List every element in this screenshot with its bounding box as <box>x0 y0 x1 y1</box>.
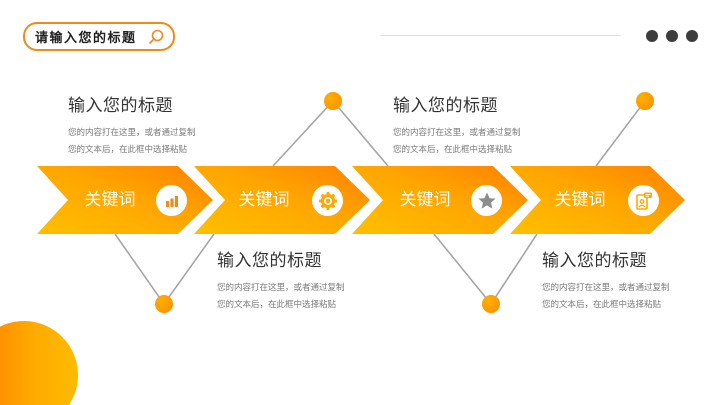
dot <box>646 30 658 42</box>
card-body: 您的内容打在这里，或者通过复制 您的文本后，在此框中选择粘贴 <box>542 280 702 314</box>
card-heading: 输入您的标题 <box>68 96 173 116</box>
card-body-line: 您的文本后，在此框中选择粘贴 <box>217 300 337 310</box>
card-body-line: 您的内容打在这里，或者通过复制 <box>393 128 521 138</box>
chevron-2 <box>194 166 370 234</box>
text-card-2: 输入您的标题 您的内容打在这里，或者通过复制 您的文本后，在此框中选择粘贴 <box>393 95 553 159</box>
card-body-line: 您的内容打在这里，或者通过复制 <box>542 283 670 293</box>
chevron-3 <box>352 166 528 234</box>
step-keyword-1: 关键词 <box>84 190 136 210</box>
card-body-line: 您的文本后，在此框中选择粘贴 <box>68 145 188 155</box>
header-divider <box>380 35 621 36</box>
card-body: 您的内容打在这里，或者通过复制 您的文本后，在此框中选择粘贴 <box>68 125 228 159</box>
card-heading: 输入您的标题 <box>393 96 498 116</box>
chevron-arrows <box>37 166 685 234</box>
dot <box>666 30 678 42</box>
text-card-3: 输入您的标题 您的内容打在这里，或者通过复制 您的文本后，在此框中选择粘贴 <box>217 250 377 314</box>
card-body: 您的内容打在这里，或者通过复制 您的文本后，在此框中选择粘贴 <box>217 280 377 314</box>
chevron-1 <box>37 166 213 234</box>
card-body: 您的内容打在这里，或者通过复制 您的文本后，在此框中选择粘贴 <box>393 125 553 159</box>
step-keyword-2: 关键词 <box>238 190 290 210</box>
bar-chart-icon <box>156 185 187 216</box>
card-body-line: 您的内容打在这里，或者通过复制 <box>217 283 345 293</box>
gear-icon <box>312 185 343 216</box>
text-card-1: 输入您的标题 您的内容打在这里，或者通过复制 您的文本后，在此框中选择粘贴 <box>68 95 228 159</box>
text-card-4: 输入您的标题 您的内容打在这里，或者通过复制 您的文本后，在此框中选择粘贴 <box>542 250 702 314</box>
card-heading: 输入您的标题 <box>217 251 322 271</box>
magnifier-icon <box>149 29 164 44</box>
id-card-chat-icon <box>628 185 659 216</box>
dot <box>686 30 698 42</box>
card-body-line: 您的文本后，在此框中选择粘贴 <box>542 300 662 310</box>
card-body-line: 您的内容打在这里，或者通过复制 <box>68 128 196 138</box>
title-pill: 请输入您的标题 <box>23 22 175 51</box>
card-body-line: 您的文本后，在此框中选择粘贴 <box>393 145 513 155</box>
node-dots <box>155 92 654 313</box>
step-keyword-4: 关键词 <box>554 190 606 210</box>
chevron-4 <box>510 166 685 234</box>
star-icon <box>471 185 502 216</box>
step-keyword-3: 关键词 <box>399 190 451 210</box>
card-heading: 输入您的标题 <box>542 251 647 271</box>
page-title: 请输入您的标题 <box>35 31 137 46</box>
more-dots-icon[interactable] <box>646 30 698 42</box>
